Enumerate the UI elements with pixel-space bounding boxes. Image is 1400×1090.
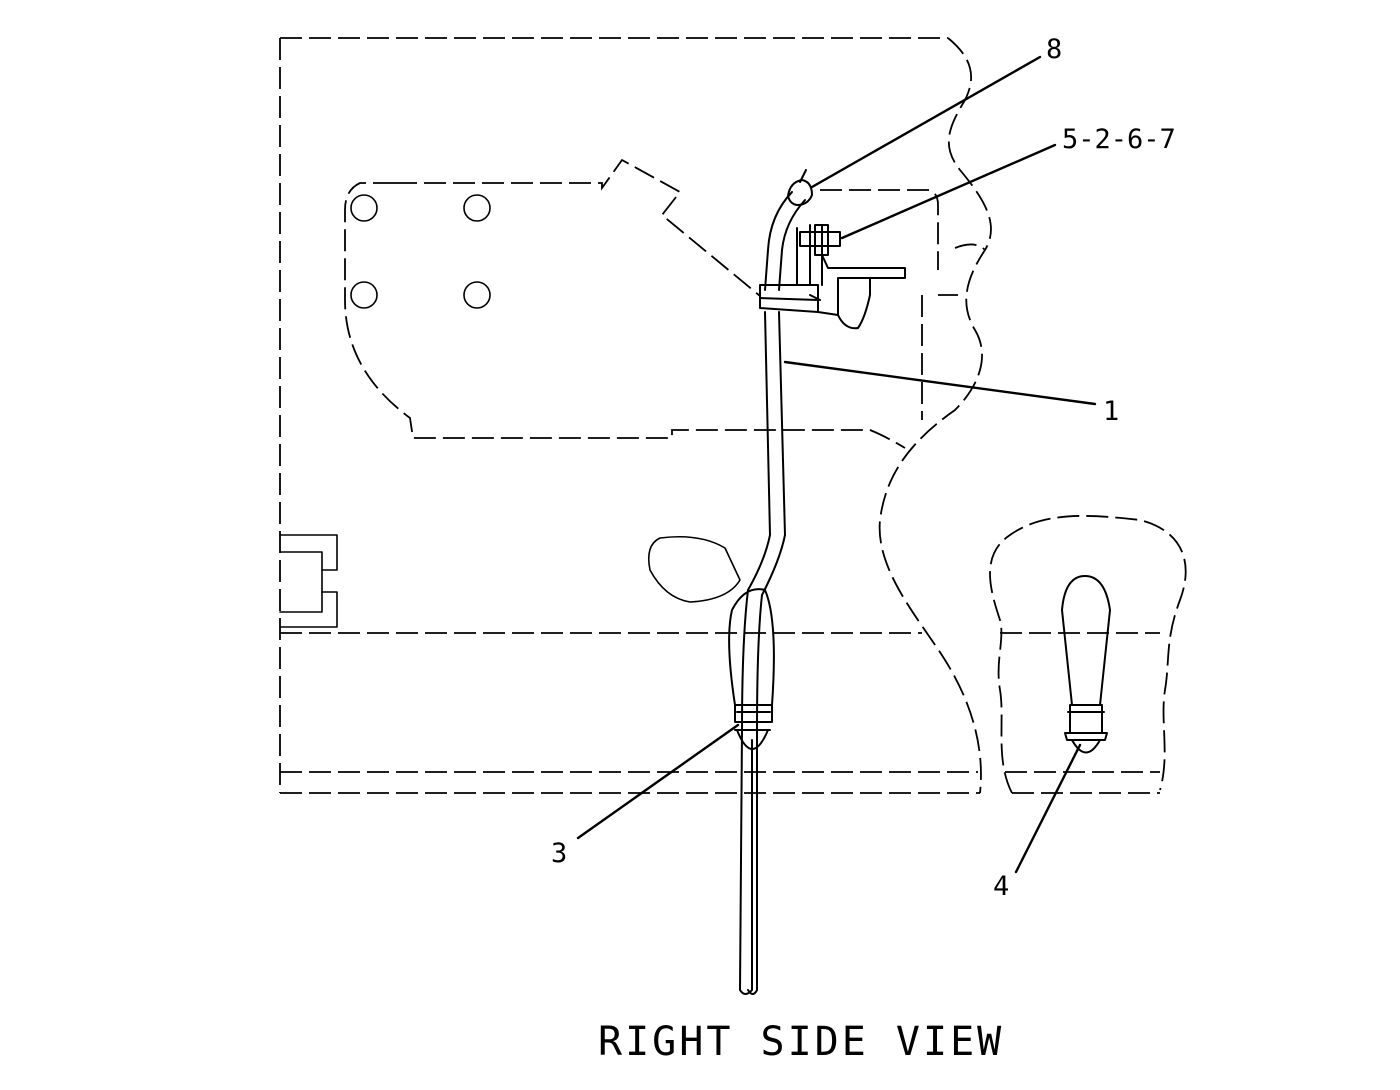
bolt-holes <box>350 194 491 309</box>
right-fill-housing <box>989 515 1187 794</box>
leader-1 <box>783 360 1097 406</box>
callout-labels: 8 5-2-6-7 1 3 4 <box>551 34 1176 902</box>
callout-5-2-6-7: 5-2-6-7 <box>1062 124 1176 155</box>
leader-5267 <box>840 143 1057 240</box>
leader-4 <box>1014 743 1082 874</box>
clip-bracket <box>759 224 906 330</box>
funnel-guide <box>728 588 775 750</box>
leader-lines <box>576 55 1097 874</box>
oval-opening <box>647 535 741 603</box>
callout-1: 1 <box>1103 396 1119 427</box>
leader-3 <box>576 723 740 840</box>
left-bracket <box>279 534 338 628</box>
bolt-hole-icon <box>463 194 491 222</box>
leader-8 <box>810 55 1042 189</box>
callout-8: 8 <box>1046 34 1062 65</box>
bolt-hole-icon <box>463 281 491 309</box>
view-title: RIGHT SIDE VIEW <box>598 1019 1004 1065</box>
dipstick-tube <box>739 169 813 995</box>
bolt-hole-icon <box>350 194 378 222</box>
right-fill-neck <box>1061 575 1111 754</box>
callout-3: 3 <box>551 838 567 869</box>
callout-4: 4 <box>993 871 1009 902</box>
bolt-hole-icon <box>350 281 378 309</box>
mechanism-housing <box>344 158 986 449</box>
housing-outline <box>279 37 1160 794</box>
